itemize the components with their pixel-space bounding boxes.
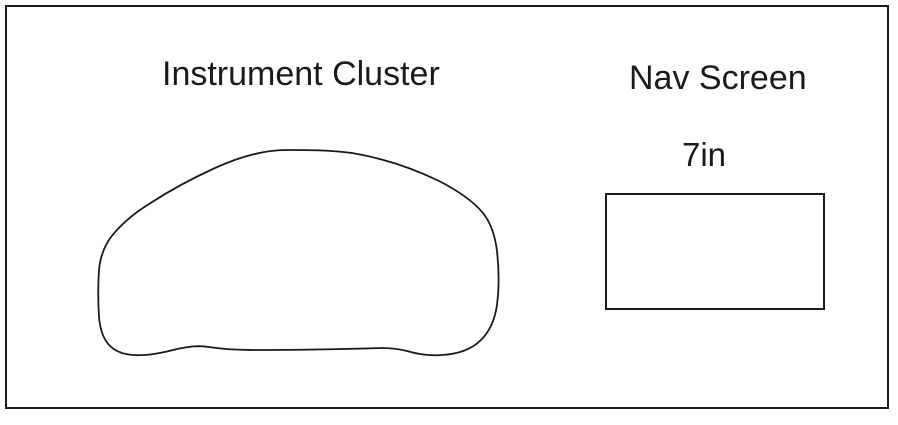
instrument-cluster-outline (97, 149, 500, 357)
nav-screen-label: Nav Screen (629, 59, 807, 97)
nav-screen-size-label: 7in (682, 136, 727, 173)
nav-screen-rect (605, 193, 825, 310)
outer-frame: Instrument Cluster Nav Screen 7in (5, 5, 889, 409)
instrument-cluster-label: Instrument Cluster (162, 55, 440, 93)
